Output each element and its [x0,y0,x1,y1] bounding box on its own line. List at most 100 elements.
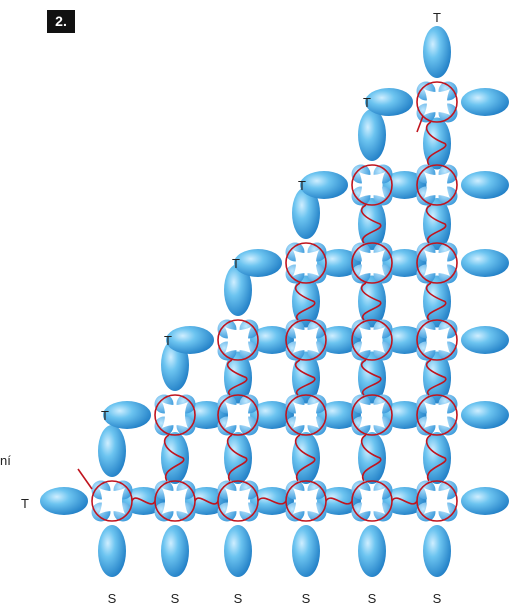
thread-vertical [425,282,447,321]
long-bead-horizontal [461,401,509,429]
long-bead-vertical [423,525,451,577]
thread-vertical [425,121,447,166]
thread-vertical [294,359,316,396]
long-bead-vertical [423,351,451,404]
thread-loop [154,394,196,436]
long-bead-horizontal [461,487,509,515]
thread-vertical [425,434,447,482]
label-top-t: T [433,10,441,25]
label-bottom-s: S [368,591,377,606]
thread-end [416,115,424,133]
thread-loop [351,164,393,206]
thread-loop [217,319,259,361]
long-bead-horizontal [382,326,427,354]
long-bead-horizontal [382,249,427,277]
long-bead-vertical [98,525,126,577]
long-bead-vertical [358,275,386,328]
thread-horizontal [257,497,287,505]
thread-vertical [163,434,185,482]
bead-node [351,242,393,284]
long-bead-horizontal [300,171,348,199]
bead-node [154,480,196,522]
long-bead-horizontal [461,249,509,277]
long-bead-horizontal [250,326,294,354]
bead-node [217,480,259,522]
bead-node [351,480,393,522]
long-bead-horizontal [317,249,361,277]
label-edge-fragment: ní [0,453,11,468]
long-bead-vertical [358,198,386,250]
bead-hole [225,402,251,428]
label-diagonal-t: T [164,333,172,348]
bead-node [285,319,327,361]
bead-hole [424,402,450,428]
bead-node [285,242,327,284]
bead-node [351,319,393,361]
long-bead-vertical [292,275,320,328]
long-bead-vertical [358,109,386,161]
thread-path-layer [77,115,447,505]
thread-horizontal [325,497,353,505]
bead-hole [359,250,385,276]
thread-vertical [226,359,248,396]
bead-node [416,164,458,206]
thread-loop [416,394,458,436]
thread-vertical [425,359,447,396]
long-bead-vertical [224,264,252,316]
bead-node [91,480,133,522]
thread-loop [416,319,458,361]
bead-hole [99,488,125,514]
bead-hole [293,327,319,353]
bead-hole [424,327,450,353]
label-bottom-s: S [302,591,311,606]
bead-node [154,394,196,436]
bead-node [416,394,458,436]
labels-layer: TTTTTTTSSSSSSSSSSSSní [0,10,524,606]
long-bead-vertical [224,351,252,404]
bead-node [285,480,327,522]
bead-nodes-layer [91,81,458,522]
thread-vertical [425,204,447,244]
long-bead-horizontal [103,401,151,429]
long-bead-horizontal [461,171,509,199]
long-bead-vertical [224,525,252,577]
thread-vertical [294,434,316,482]
bead-node [416,319,458,361]
thread-loop [285,242,327,284]
bead-hole [359,172,385,198]
long-bead-horizontal [382,171,427,199]
bead-hole [424,250,450,276]
bead-node [351,394,393,436]
thread-vertical [360,204,382,244]
label-diagonal-t: T [101,408,109,423]
step-number-badge: 2. [47,10,75,33]
bead-hole [225,488,251,514]
thread-loop [351,394,393,436]
thread-loop [416,164,458,206]
thread-end [77,468,93,490]
thread-horizontal [131,497,156,505]
thread-horizontal [391,497,418,505]
long-bead-horizontal [40,487,88,515]
label-bottom-s: S [433,591,442,606]
long-bead-horizontal [250,401,294,429]
long-bead-horizontal [234,249,282,277]
bead-hole [293,488,319,514]
long-bead-vertical [358,525,386,577]
thread-horizontal [194,497,219,505]
bead-hole [293,250,319,276]
long-bead-horizontal [365,88,413,116]
bead-hole [359,327,385,353]
thread-loop [351,242,393,284]
label-diagonal-t: T [363,95,371,110]
bead-node [416,81,458,123]
thread-loop [416,242,458,284]
bead-hole [359,488,385,514]
long-bead-horizontal [317,326,361,354]
thread-vertical [226,434,248,482]
long-bead-vertical [423,275,451,328]
thread-loop [416,81,458,123]
bead-hole [359,402,385,428]
bead-hole [293,402,319,428]
bead-node [285,394,327,436]
